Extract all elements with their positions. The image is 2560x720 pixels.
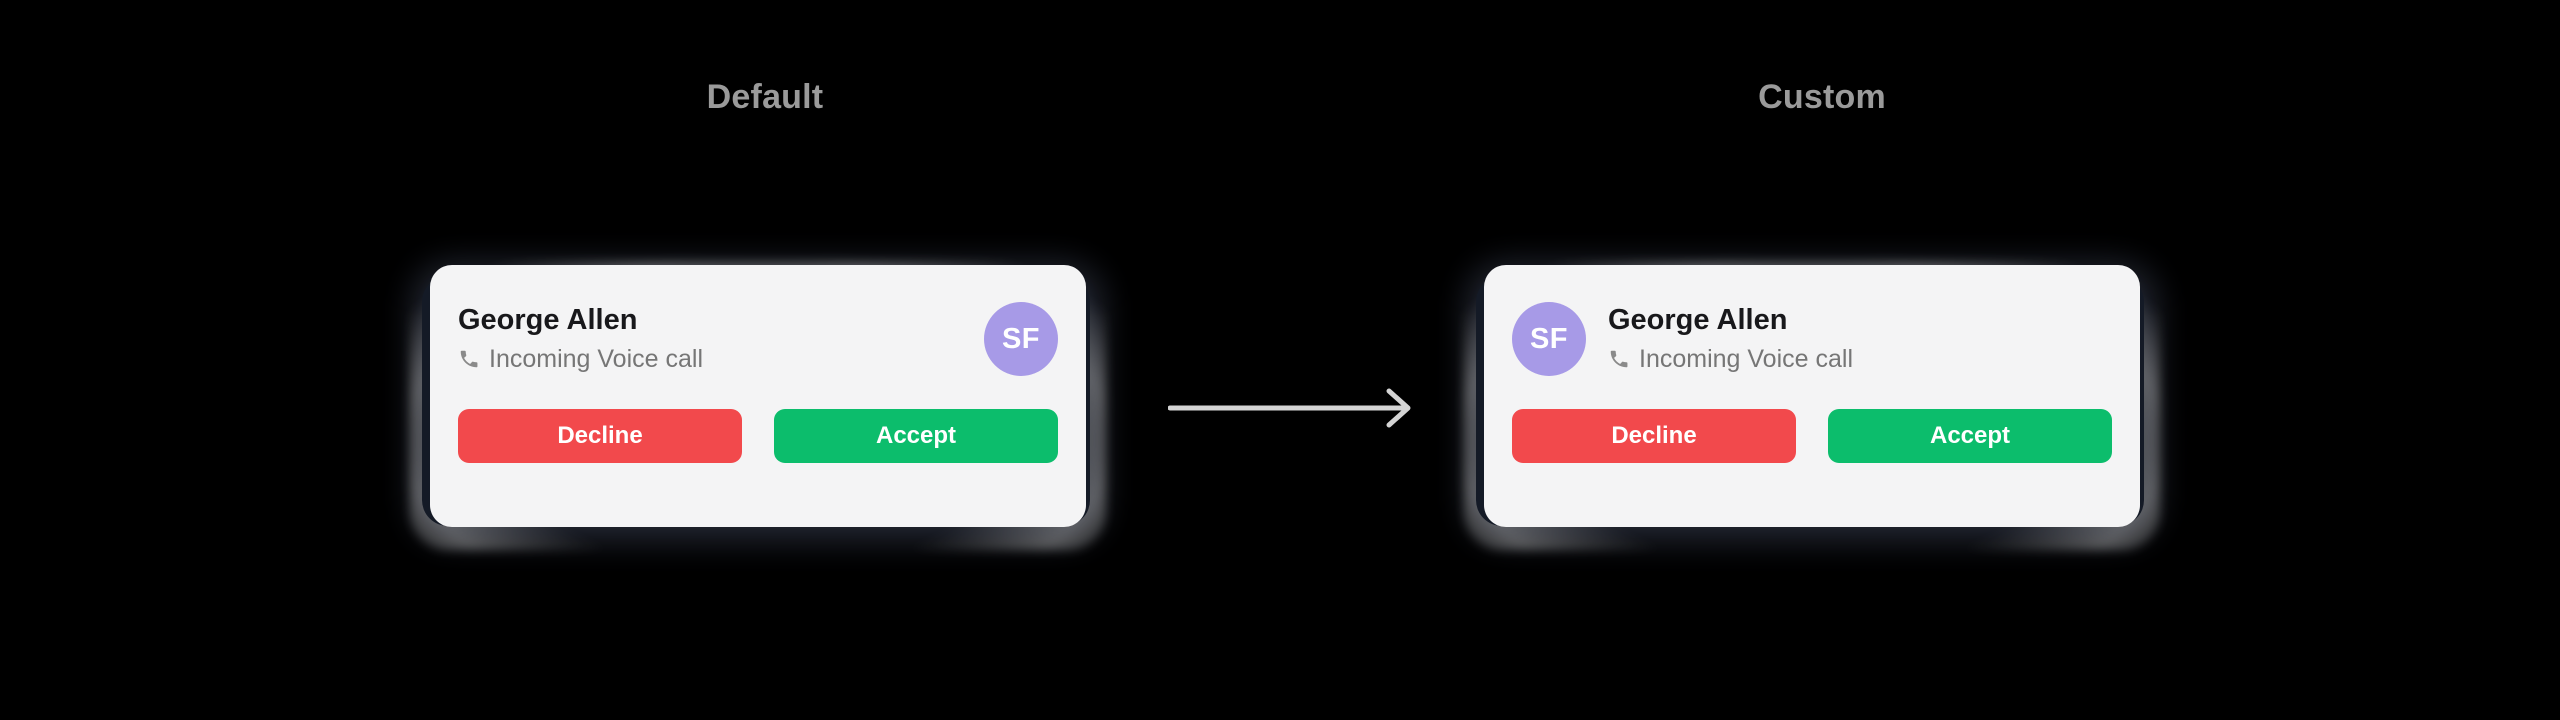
call-notification-card-default: George Allen Incoming Voice call SF Decl… xyxy=(408,258,1108,550)
accept-button[interactable]: Accept xyxy=(774,409,1058,463)
caller-identity-custom: George Allen Incoming Voice call xyxy=(1608,304,1853,373)
decline-button[interactable]: Decline xyxy=(458,409,742,463)
call-card-surface-default: George Allen Incoming Voice call SF Decl… xyxy=(430,265,1086,527)
caller-name: George Allen xyxy=(1608,304,1788,337)
right-arrow-icon xyxy=(1168,386,1418,430)
caller-name: George Allen xyxy=(458,304,638,337)
section-caption-default: Default xyxy=(706,78,824,116)
call-card-header-custom: SF George Allen Incoming Voice call xyxy=(1512,291,2112,387)
section-caption-custom: Custom xyxy=(1758,78,1886,116)
avatar: SF xyxy=(984,302,1058,376)
call-status-row: Incoming Voice call xyxy=(458,345,703,374)
caller-identity-default: George Allen Incoming Voice call xyxy=(458,304,703,373)
call-status-row: Incoming Voice call xyxy=(1608,345,1853,374)
call-card-surface-custom: SF George Allen Incoming Voice call Dec xyxy=(1484,265,2140,527)
call-actions-custom: Decline Accept xyxy=(1512,409,2112,463)
call-notification-card-custom: SF George Allen Incoming Voice call Dec xyxy=(1462,258,2162,550)
decline-button[interactable]: Decline xyxy=(1512,409,1796,463)
avatar: SF xyxy=(1512,302,1586,376)
phone-icon xyxy=(458,348,480,370)
accept-button[interactable]: Accept xyxy=(1828,409,2112,463)
call-status-text: Incoming Voice call xyxy=(489,344,704,373)
call-actions-default: Decline Accept xyxy=(458,409,1058,463)
call-card-header-default: George Allen Incoming Voice call SF xyxy=(458,291,1058,387)
call-status-text: Incoming Voice call xyxy=(1639,344,1854,373)
phone-icon xyxy=(1608,348,1630,370)
